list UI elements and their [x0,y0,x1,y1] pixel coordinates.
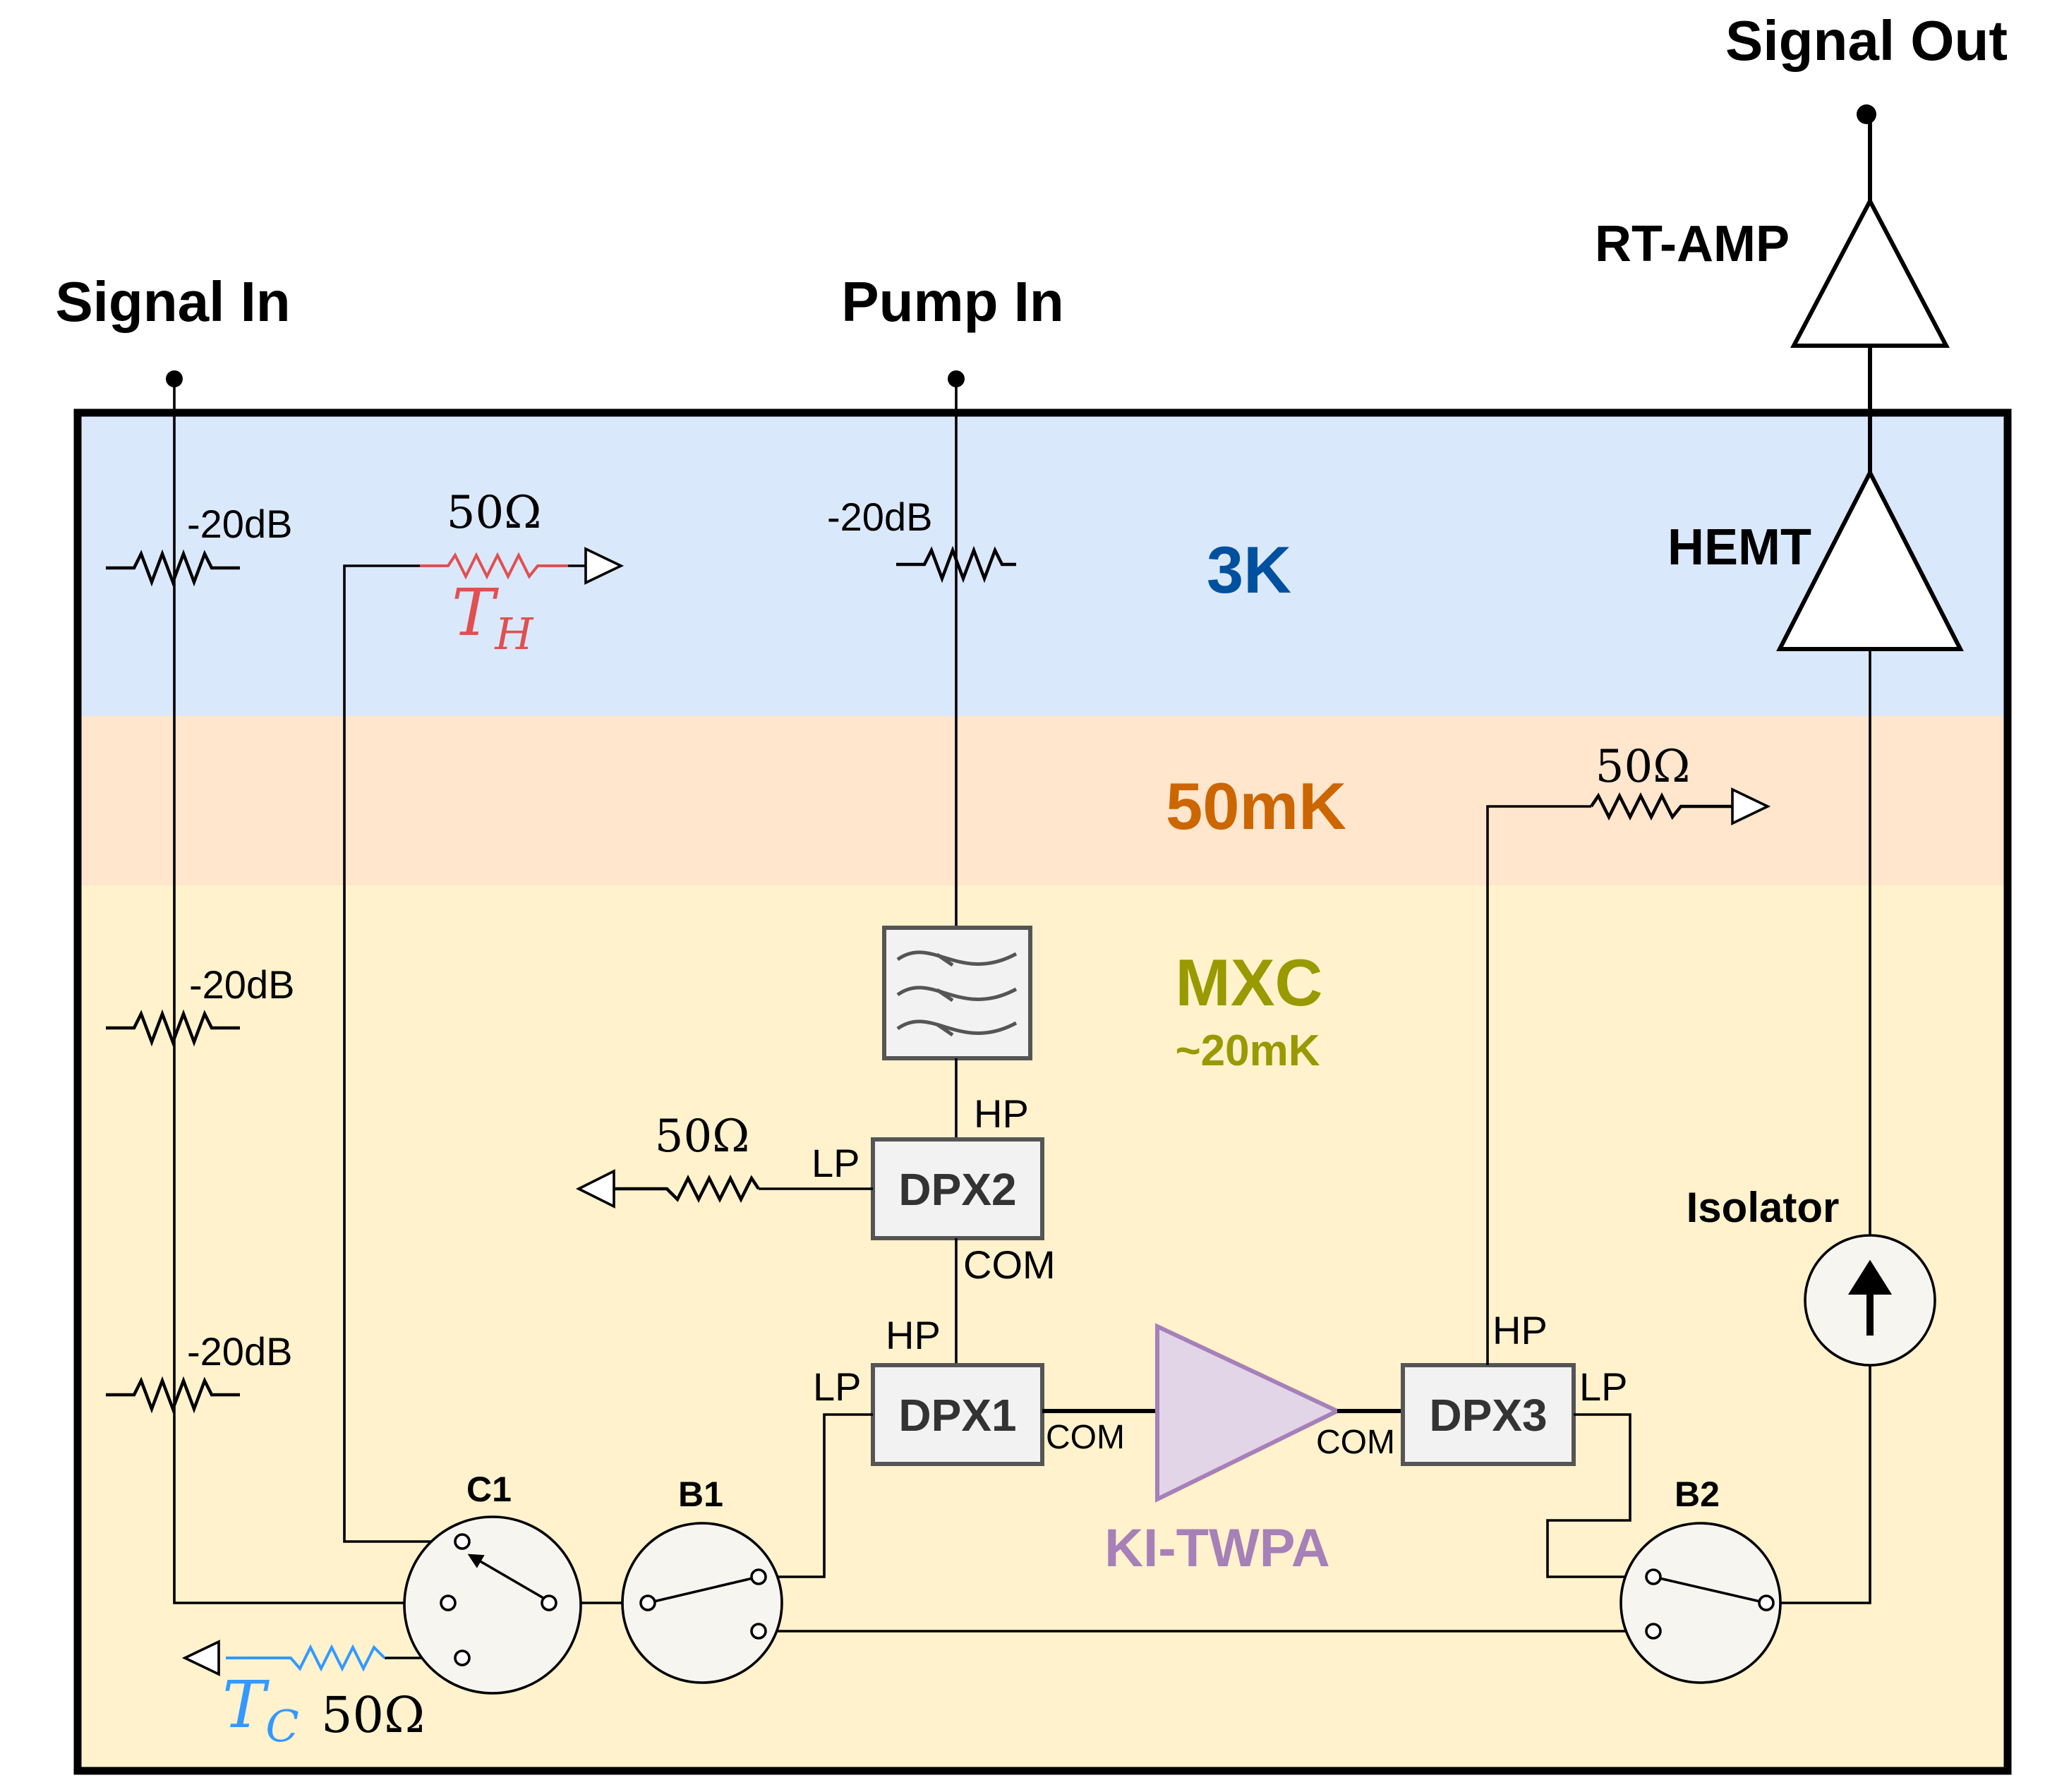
stage-mxc-label: MXC [1176,945,1323,1019]
dpx2-lp-label: LP [812,1141,860,1185]
dpx2-load-value: 50Ω [655,1110,750,1163]
switch-b2: B2 [1619,1475,1782,1684]
pump-attenuator-3k: -20dB [827,495,1016,583]
switch-b2-port-twpa [1645,1568,1662,1585]
mk50-load: 50Ω [1590,741,1771,825]
signal-attenuator-3k: -20dB [106,502,292,587]
switch-b2-body [1619,1522,1782,1684]
dpx2-load-ground-icon [575,1169,615,1209]
dpx3: DPX3 HP LP COM [1316,1308,1628,1466]
dpx1-lp-line [759,1413,873,1578]
dpx1-com-label: COM [1046,1419,1125,1456]
hot-load-temp-sub: H [494,608,534,660]
dpx1-hp-label: HP [886,1313,941,1357]
signal-out-label: Signal Out [1725,9,2008,72]
b2-to-isolator-line [1766,1365,1871,1604]
dpx2-com-label: COM [963,1242,1056,1287]
rt-amp: RT-AMP [1595,196,1950,348]
hot-load-temp-symbol: T [452,575,499,650]
switch-c1-port-signal [440,1594,457,1611]
isolator-label: Isolator [1687,1184,1840,1231]
hemt: HEMT [1667,468,1964,651]
signal-out-port [1857,104,1876,124]
hemt-symbol [1776,468,1964,651]
signal-attenuator-mxc-2-label: -20dB [187,1329,292,1374]
dpx1-label: DPX1 [898,1390,1016,1441]
switch-c1: C1 [403,1470,582,1695]
switch-b2-port-common [1758,1594,1775,1611]
pump-filter [882,926,1032,1060]
stage-50mk-label: 50mK [1166,769,1346,843]
dpx2-hp-label: HP [974,1091,1029,1136]
switch-c1-port-hot [454,1533,471,1550]
switch-b1-label: B1 [678,1475,723,1514]
mk50-load-ground-icon [1731,787,1771,825]
dpx3-label: DPX3 [1429,1390,1547,1441]
dpx1-box [871,1363,1044,1466]
dpx2-load: 50Ω [575,1110,873,1209]
signal-attenuator-mxc-1-label: -20dB [189,962,294,1007]
switch-c1-label: C1 [466,1470,512,1509]
switch-b2-port-bypass [1645,1623,1662,1640]
hot-load-value: 50Ω [447,487,542,539]
rt-amp-symbol [1790,196,1950,348]
cold-load-value: 50Ω [321,1686,425,1744]
dpx1-lp-label: LP [813,1364,862,1409]
isolator-arrow-icon [1847,1259,1893,1336]
switch-b1-body [621,1522,783,1684]
dpx3-hp-label: HP [1492,1308,1548,1352]
dpx3-lp-line [1546,1413,1653,1578]
stage-mxc-temp: ~20mK [1175,1027,1320,1075]
pump-in-label: Pump In [841,270,1064,333]
rt-amp-label: RT-AMP [1595,216,1790,272]
signal-attenuator-mxc-2: -20dB [106,1329,292,1414]
dpx2-label: DPX2 [898,1164,1016,1215]
dpx2: DPX2 HP LP COM [812,1091,1056,1287]
switch-b1-port-bypass [750,1623,767,1640]
signal-attenuator-3k-label: -20dB [187,502,292,546]
mk50-load-value: 50Ω [1596,741,1691,793]
hemt-label: HEMT [1667,519,1811,576]
hot-load-line [343,564,462,1543]
switch-c1-body [403,1515,582,1695]
stage-3k-label: 3K [1207,533,1291,607]
hot-load-resistor: 50Ω TH [420,487,625,660]
dpx3-hp-line [1486,805,1591,1365]
cold-load-temp-symbol: T [222,1667,270,1743]
ki-twpa-label: KI-TWPA [1104,1518,1329,1578]
switch-c1-port-common [541,1594,557,1611]
dpx3-lp-label: LP [1579,1364,1628,1409]
cold-load-ground-icon [181,1640,220,1676]
stage-50mk-band [78,716,2008,885]
dpx1: DPX1 HP LP COM [813,1313,1125,1466]
dpx2-box [871,1137,1044,1240]
signal-in-line [173,379,448,1604]
switch-b2-label: B2 [1675,1475,1720,1514]
isolator: Isolator [1687,1184,1936,1367]
ki-twpa-symbol [1155,1323,1342,1503]
cold-load-temp-sub: C [265,1700,298,1752]
filter-icon [896,950,1018,1037]
signal-attenuator-mxc-1: -20dB [106,962,294,1047]
ki-twpa: KI-TWPA [1104,1323,1342,1578]
pump-attenuator-3k-label: -20dB [827,495,932,539]
cryostat-outline [73,408,2012,1775]
dpx3-com-label: COM [1316,1424,1395,1461]
stage-3k-band [78,413,2008,716]
hot-load-ground-icon [584,547,625,585]
switch-b1-port-common [639,1594,656,1611]
dpx3-box [1401,1363,1576,1466]
cold-load: TC 50Ω [181,1640,462,1752]
switch-b1-port-twpa [750,1568,767,1585]
switch-b1: B1 [621,1475,783,1684]
cold-load-temp: TC [222,1667,299,1752]
signal-in-label: Signal In [55,270,290,333]
switch-c1-port-cold [454,1649,471,1666]
hot-load-temp: TH [452,575,534,660]
